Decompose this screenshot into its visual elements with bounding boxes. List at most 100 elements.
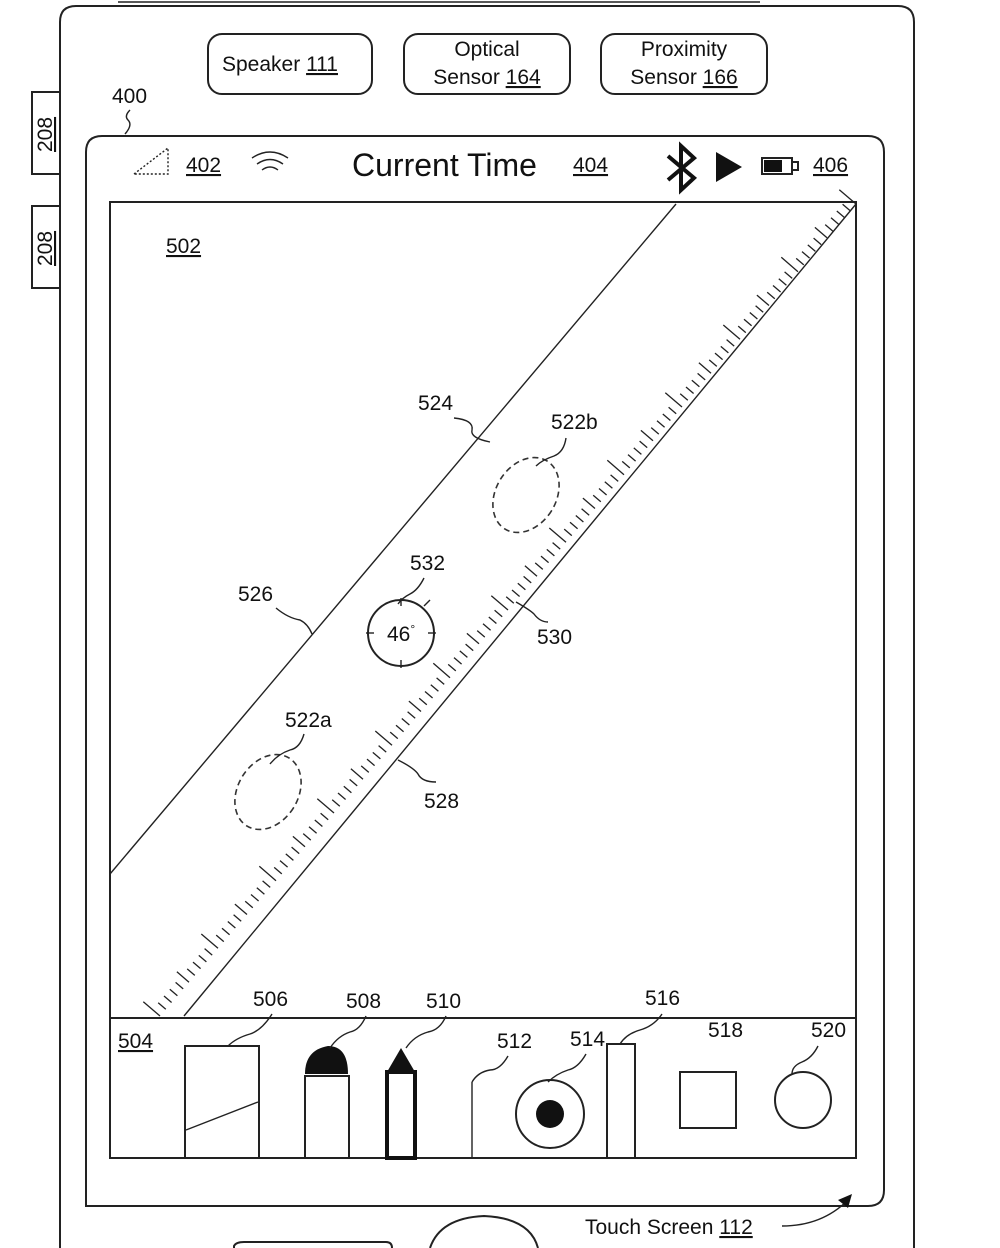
ruler-tick (302, 833, 312, 841)
ruler-tick (279, 860, 289, 868)
color-picker-button[interactable] (515, 1079, 585, 1149)
ruler-tick (273, 866, 283, 875)
divider-tool-leader (619, 1013, 663, 1045)
ruler-tick (814, 226, 828, 239)
square-shape-button[interactable] (679, 1071, 737, 1129)
ruler-tick (726, 339, 735, 347)
ruler-tick (285, 853, 294, 861)
ruler-tick (314, 819, 323, 827)
ruler-tick (517, 582, 526, 591)
ruler-tick (465, 643, 474, 652)
ruler-tick (563, 528, 573, 537)
ruler-edge-ref: 526 (238, 583, 273, 606)
contact-point-a (234, 753, 302, 831)
home-button[interactable] (429, 1214, 539, 1248)
signal-ref: 402 (186, 154, 221, 177)
device-body (59, 5, 915, 1248)
tick-ref: 530 (537, 626, 572, 649)
ruler-tick (621, 460, 631, 469)
ruler-tick (476, 630, 486, 638)
ruler-ref-leader (453, 417, 491, 443)
ruler-tick (488, 616, 497, 624)
ruler-tick (176, 971, 190, 983)
proximity-sensor: Proximity Sensor 166 (600, 33, 768, 95)
status-bar: 402 Current Time 404 406 (131, 141, 848, 195)
ruler-tick (824, 224, 834, 232)
ruler-tick (698, 362, 712, 374)
ruler-tick (360, 765, 370, 773)
ruler-tick (784, 271, 793, 279)
ruler-tick (378, 745, 387, 753)
ruler-tick (292, 835, 306, 848)
ruler-tick (258, 865, 277, 882)
ruler-tick (582, 497, 596, 509)
contact-b-ref: 522b (551, 411, 598, 434)
ruler-tick (610, 474, 619, 482)
ruler-tick (505, 596, 515, 604)
optical-sensor-line2: Sensor 164 (433, 66, 541, 89)
angle-indicator: 46° (366, 598, 436, 668)
ruler-tick (842, 203, 851, 212)
circle-shape-ref: 520 (811, 1019, 846, 1042)
speaker-label: Speaker 111 (222, 53, 338, 76)
ruler-tick (262, 880, 271, 888)
ruler-tick (142, 1001, 161, 1017)
ruler-tick (200, 933, 219, 949)
pencil-tool-button[interactable] (385, 1048, 417, 1160)
contact-point-b (492, 456, 560, 534)
ruler-tick (640, 429, 654, 442)
ruler-tick (714, 352, 724, 361)
ruler-tick (778, 278, 787, 286)
proximity-sensor-line1: Proximity (641, 38, 728, 61)
divider-tool-ref: 516 (645, 987, 680, 1010)
virtual-ruler[interactable] (109, 189, 857, 1017)
ruler-tick (795, 257, 805, 266)
ruler-tick (772, 285, 782, 293)
ruler-tick (627, 454, 637, 462)
ruler-tool-button[interactable] (184, 1045, 260, 1159)
ruler-tick (801, 251, 811, 259)
ruler-tick (836, 210, 845, 218)
ruler-tick (250, 894, 260, 902)
ruler-tool-leader (227, 1013, 273, 1047)
square-shape-ref: 518 (708, 1019, 743, 1042)
ruler-tick (308, 826, 318, 834)
ruler-tick (198, 954, 207, 963)
ruler-tick (432, 662, 451, 679)
ruler-tick (374, 730, 393, 746)
ruler-tick (697, 372, 706, 381)
ruler-tick (466, 632, 480, 645)
ruler-tick (430, 684, 439, 692)
optical-sensor: Optical Sensor 164 (403, 33, 571, 95)
ruler-tick (291, 846, 300, 855)
ruler-tick (650, 427, 660, 435)
divider-tool-button[interactable] (606, 1043, 636, 1159)
ruler-tick (737, 325, 747, 334)
ruler-bottom-edge (183, 203, 857, 1017)
circle-shape-button[interactable] (774, 1071, 832, 1129)
drawing-canvas[interactable] (109, 201, 857, 1019)
eraser-tool-ref: 512 (497, 1030, 532, 1053)
ruler-tick (552, 542, 561, 550)
ruler-tick (662, 413, 671, 421)
ruler-tick (708, 359, 718, 367)
ruler-tick (337, 792, 347, 800)
ruler-tick (581, 508, 590, 516)
touch-screen-label: Touch Screen 112 (585, 1216, 753, 1239)
color-picker-ref: 514 (570, 1028, 605, 1051)
side-button-lower-label: 208 (34, 231, 57, 266)
ruler-tick (424, 691, 434, 699)
ruler-tick (813, 237, 822, 246)
ruler-tick (227, 921, 236, 929)
marker-tool-button[interactable] (304, 1046, 350, 1159)
signal-icon (131, 146, 169, 175)
eraser-tool-leader (471, 1055, 509, 1083)
ruler-tick (192, 961, 202, 970)
ruler-tick (664, 392, 683, 408)
canvas-ref: 502 (166, 235, 201, 258)
time-ref: 404 (573, 154, 608, 177)
ruler-tick (204, 948, 213, 956)
ruler-top-edge (109, 203, 677, 875)
ruler-tick (350, 768, 364, 780)
ruler-tick (331, 799, 341, 807)
